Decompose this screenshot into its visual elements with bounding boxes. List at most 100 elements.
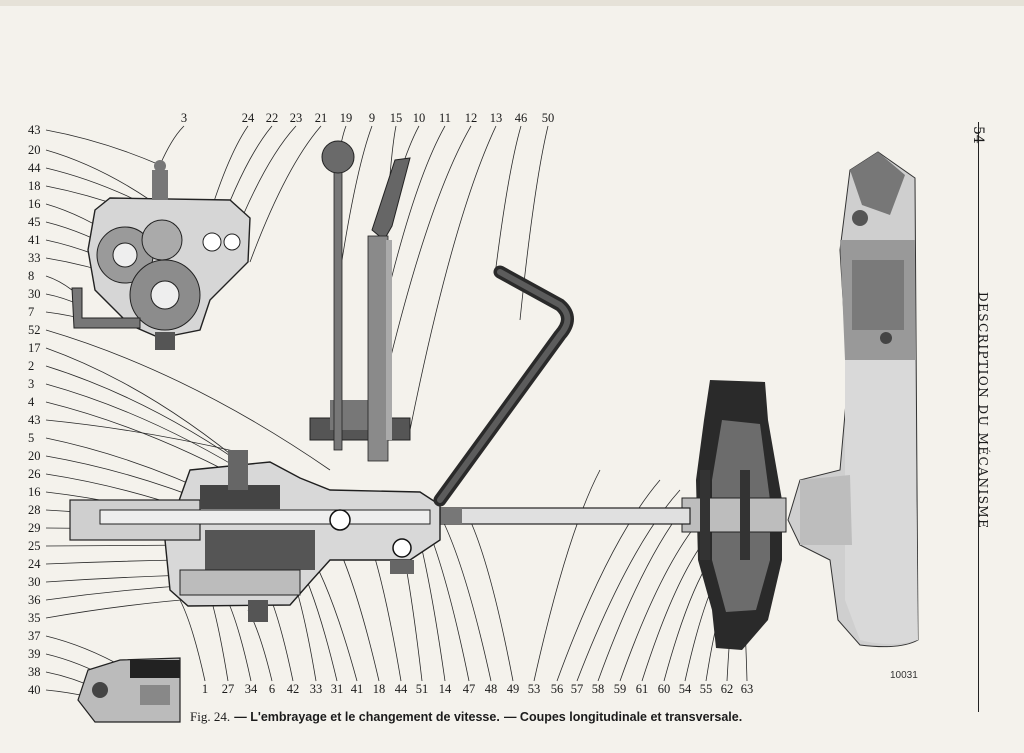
bottom-callout-12: 47 bbox=[462, 682, 476, 696]
bottom-callout-leader-17 bbox=[576, 489, 681, 682]
left-callout-7: 33 bbox=[28, 251, 41, 265]
top-callout-leader-11 bbox=[409, 125, 497, 431]
left-callout-leader-1 bbox=[45, 149, 151, 201]
left-callout-10: 7 bbox=[28, 305, 35, 319]
left-callout-29: 39 bbox=[28, 647, 41, 661]
bottom-callout-24: 62 bbox=[720, 682, 734, 696]
left-callout-18: 20 bbox=[28, 449, 41, 463]
top-callout-13: 50 bbox=[541, 111, 555, 125]
bottom-callout-20: 61 bbox=[635, 682, 649, 696]
left-callout-6: 41 bbox=[28, 233, 41, 247]
top-callout-2: 22 bbox=[265, 111, 279, 125]
top-callout-9: 11 bbox=[438, 111, 452, 125]
left-callout-leader-11 bbox=[45, 329, 331, 471]
bottom-callout-10: 51 bbox=[415, 682, 429, 696]
bottom-callout-22: 54 bbox=[678, 682, 692, 696]
leader-lines bbox=[45, 125, 748, 698]
left-callout-leader-24 bbox=[45, 559, 181, 565]
left-callout-0: 43 bbox=[28, 123, 41, 137]
top-callout-5: 19 bbox=[339, 111, 353, 125]
left-callout-22: 29 bbox=[28, 521, 41, 535]
bottom-callout-25: 63 bbox=[740, 682, 754, 696]
left-callout-4: 16 bbox=[28, 197, 41, 211]
top-callout-8: 10 bbox=[412, 111, 426, 125]
left-callout-9: 30 bbox=[28, 287, 41, 301]
left-callout-1: 20 bbox=[28, 143, 41, 157]
bottom-callout-15: 53 bbox=[527, 682, 541, 696]
bottom-callout-11: 14 bbox=[438, 682, 452, 696]
bottom-callout-9: 44 bbox=[394, 682, 408, 696]
left-callout-12: 17 bbox=[28, 341, 41, 355]
figure-title: — L'embrayage et le changement de vitess… bbox=[234, 710, 500, 724]
top-callout-10: 12 bbox=[464, 111, 478, 125]
controls-drawing bbox=[309, 140, 574, 507]
left-callout-28: 37 bbox=[28, 629, 41, 643]
figure-reference-code: 10031 bbox=[890, 670, 918, 681]
top-callout-leader-0 bbox=[159, 125, 185, 166]
bottom-callout-14: 49 bbox=[506, 682, 520, 696]
bottom-callout-6: 31 bbox=[330, 682, 344, 696]
bottom-callout-leader-15 bbox=[533, 469, 601, 682]
top-callout-1: 24 bbox=[241, 111, 255, 125]
top-callout-12: 46 bbox=[514, 111, 528, 125]
bottom-callout-13: 48 bbox=[484, 682, 498, 696]
left-callout-24: 24 bbox=[28, 557, 41, 571]
left-callout-8: 8 bbox=[28, 269, 35, 283]
bottom-callout-leader-13 bbox=[439, 514, 492, 682]
figure-caption: Fig. 24. — L'embrayage et le changement … bbox=[190, 709, 742, 725]
bottom-callout-5: 33 bbox=[309, 682, 323, 696]
top-callout-leader-9 bbox=[385, 125, 446, 301]
left-callout-15: 4 bbox=[28, 395, 35, 409]
left-callout-21: 28 bbox=[28, 503, 41, 517]
bottom-callout-leader-19 bbox=[619, 519, 701, 682]
left-callout-26: 36 bbox=[28, 593, 41, 607]
top-callout-leader-6 bbox=[341, 125, 373, 261]
left-callout-19: 26 bbox=[28, 467, 41, 481]
bottom-callout-7: 41 bbox=[350, 682, 364, 696]
top-callout-11: 13 bbox=[489, 111, 503, 125]
bottom-callout-19: 59 bbox=[613, 682, 627, 696]
engine-block-drawing bbox=[787, 151, 919, 648]
bottom-callout-leader-20 bbox=[641, 539, 706, 682]
detail-inset-drawing bbox=[77, 657, 181, 723]
left-callout-2: 44 bbox=[28, 161, 41, 175]
left-callout-23: 25 bbox=[28, 539, 41, 553]
bottom-callout-leader-2 bbox=[224, 594, 252, 682]
bottom-callout-leader-14 bbox=[469, 519, 514, 682]
top-callout-3: 23 bbox=[289, 111, 303, 125]
left-callout-27: 35 bbox=[28, 611, 41, 625]
bottom-callout-1: 27 bbox=[221, 682, 235, 696]
left-callout-leader-16 bbox=[45, 419, 239, 453]
top-callout-leader-7 bbox=[389, 125, 397, 176]
left-callout-leader-12 bbox=[45, 347, 251, 471]
transverse-section-drawing bbox=[71, 160, 251, 350]
bottom-callout-0: 1 bbox=[201, 682, 209, 696]
left-callout-leader-27 bbox=[45, 597, 206, 619]
bottom-callout-17: 57 bbox=[570, 682, 584, 696]
bottom-callout-leader-16 bbox=[556, 479, 661, 682]
paper-edge bbox=[0, 0, 1024, 6]
page-number: 54 bbox=[970, 126, 986, 144]
left-callout-31: 40 bbox=[28, 683, 41, 697]
margin-rule bbox=[978, 122, 979, 712]
bottom-callout-4: 42 bbox=[286, 682, 300, 696]
bottom-callout-18: 58 bbox=[591, 682, 605, 696]
left-callout-30: 38 bbox=[28, 665, 41, 679]
top-callout-leader-4 bbox=[249, 125, 322, 263]
left-callout-13: 2 bbox=[28, 359, 35, 373]
bottom-callout-8: 18 bbox=[372, 682, 386, 696]
bottom-callout-2: 34 bbox=[244, 682, 258, 696]
left-callout-5: 45 bbox=[28, 215, 41, 229]
left-callout-leader-0 bbox=[45, 129, 161, 166]
figure-subtitle: — Coupes longitudinale et transversale. bbox=[503, 710, 743, 724]
left-callout-3: 18 bbox=[28, 179, 41, 193]
main-shaft-drawing bbox=[439, 507, 691, 525]
top-callout-leader-12 bbox=[494, 125, 522, 276]
running-head: DESCRIPTION DU MÉCANISME bbox=[976, 292, 990, 530]
top-callout-0: 3 bbox=[180, 111, 188, 125]
clutch-drawing bbox=[681, 380, 787, 650]
bottom-callout-16: 56 bbox=[550, 682, 564, 696]
gearbox-section-drawing bbox=[69, 450, 441, 622]
